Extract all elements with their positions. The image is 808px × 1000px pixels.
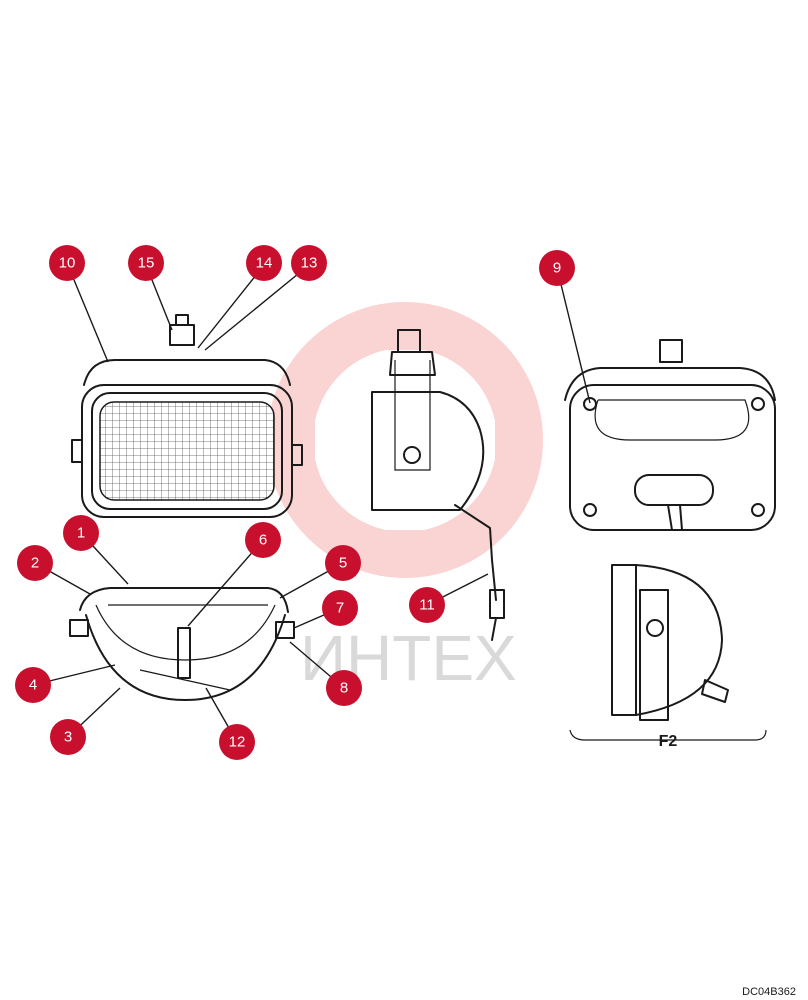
callout-15: 15 (128, 245, 164, 281)
lamp-front-view (71, 314, 303, 518)
callout-label: 15 (138, 255, 155, 272)
callout-label: 2 (31, 555, 39, 572)
callout-label: 10 (59, 255, 76, 272)
callout-10: 10 (49, 245, 85, 281)
callout-label: 7 (336, 600, 344, 617)
callout-label: 11 (419, 597, 435, 614)
callout-9: 9 (539, 250, 575, 286)
callout-5: 5 (325, 545, 361, 581)
callout-14: 14 (246, 245, 282, 281)
lamp-side-view (371, 329, 505, 641)
callout-label: 8 (340, 680, 348, 697)
lamp-view-f2 (569, 564, 767, 741)
callout-2: 2 (17, 545, 53, 581)
callout-12: 12 (219, 724, 255, 760)
callout-label: 3 (64, 729, 72, 746)
document-id: DC04B362 (742, 986, 796, 998)
callout-11: 11 (409, 587, 445, 623)
watermark-logo (267, 302, 543, 578)
callout-label: 1 (77, 525, 85, 542)
callout-7: 7 (322, 590, 358, 626)
lamp-rear-view (564, 339, 776, 531)
callout-3: 3 (50, 719, 86, 755)
callout-label: 6 (259, 532, 267, 549)
callout-label: 14 (256, 255, 273, 272)
callout-6: 6 (245, 522, 281, 558)
callout-label: 12 (229, 734, 246, 751)
view-label: F2 (659, 733, 678, 750)
callout-label: 5 (339, 555, 347, 572)
lamp-top-view (69, 587, 295, 701)
callout-label: 13 (301, 255, 318, 272)
callout-label: 4 (29, 677, 37, 694)
callout-8: 8 (326, 670, 362, 706)
callout-label: 9 (553, 260, 561, 277)
callout-4: 4 (15, 667, 51, 703)
callout-1: 1 (63, 515, 99, 551)
callout-13: 13 (291, 245, 327, 281)
